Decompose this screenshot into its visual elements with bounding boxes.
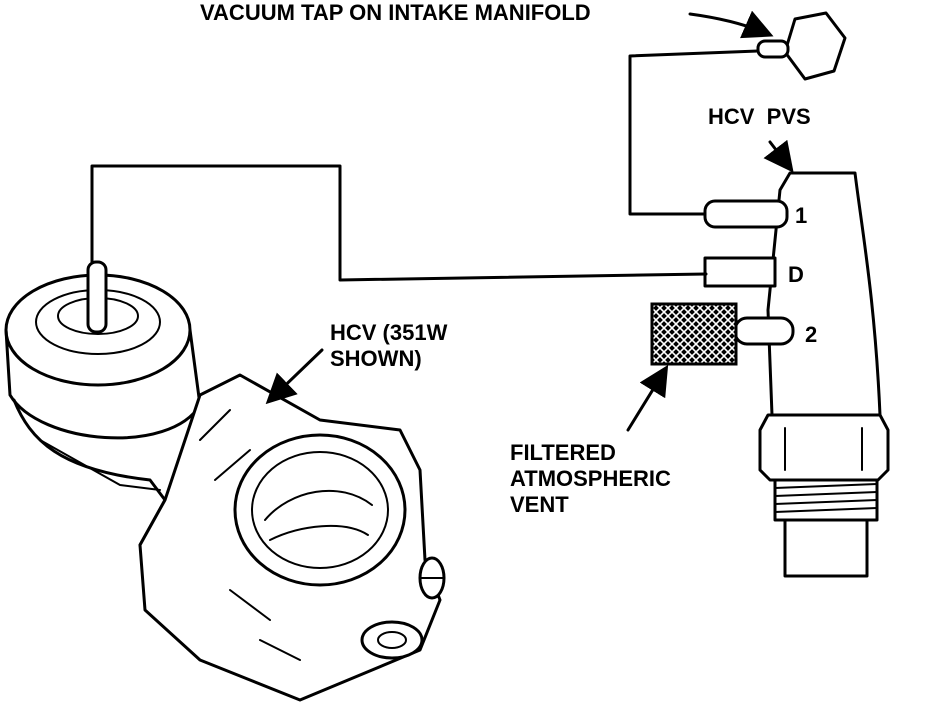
vent-label-line-2: ATMOSPHERIC [510,466,671,491]
hcv-pvs-arrow [763,139,794,173]
vacuum-hose-tap-to-port-1 [628,49,760,216]
vacuum-tap-label: VACUUM TAP ON INTAKE MANIFOLD [200,0,591,25]
port-1-nipple [703,199,789,229]
port-d-nipple [703,256,777,288]
hcv-label-line-1: HCV (351W [330,320,448,345]
vacuum-hose-hcv-to-port-d [90,164,708,282]
vent-arrow [626,364,669,432]
port-1-label: 1 [795,203,808,228]
pvs-valve [703,171,890,578]
port-2-nipple [733,316,795,346]
hcv-pvs-label: HCV PVS [708,104,811,129]
filtered-vent [650,302,738,366]
vent-label-line-3: VENT [510,492,569,517]
vent-label-line-1: FILTERED [510,440,616,465]
hcv-arrow [265,348,324,405]
port-2-label: 2 [805,322,818,347]
hcv-valve [4,260,446,702]
hcv-label-line-2: SHOWN) [330,346,422,371]
vacuum-tap-arrow [688,10,774,39]
port-d-label: D [788,262,804,287]
vacuum-tap-fitting [756,11,847,81]
